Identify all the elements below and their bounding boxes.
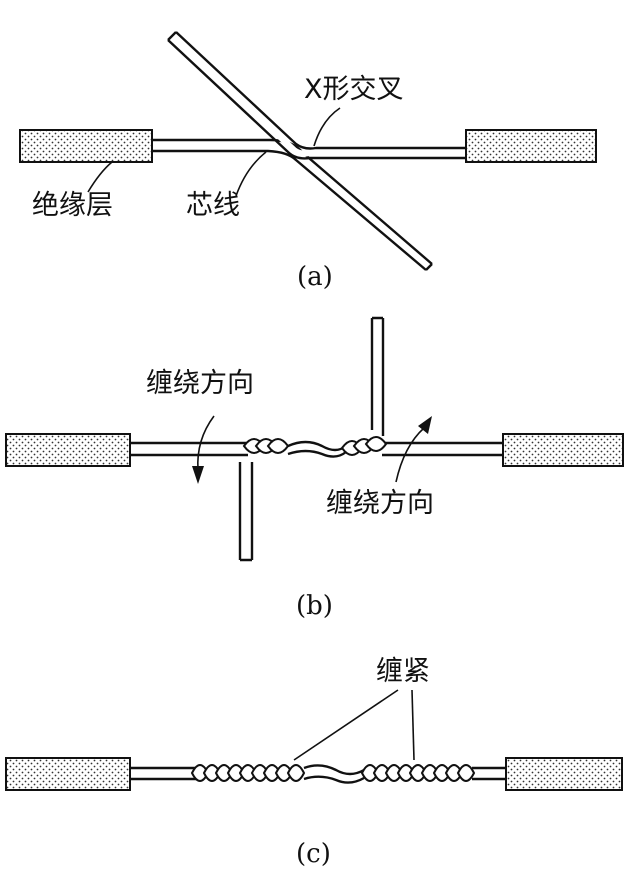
insulation-left-a	[19, 129, 153, 163]
caption-a: (a)	[297, 262, 333, 292]
caption-b: (b)	[296, 591, 333, 621]
core-right-b	[382, 441, 503, 457]
wire-end-up	[370, 316, 385, 436]
label-core-wire: 芯线	[186, 190, 240, 221]
wire-end-down	[238, 462, 254, 562]
insulation-right-a	[465, 129, 597, 163]
label-x-cross: X形交叉	[304, 74, 404, 105]
leader-cross	[313, 107, 341, 147]
twist-b	[242, 436, 388, 458]
panel-b: 缠绕方向 缠绕方向 (b)	[5, 316, 624, 621]
core-left-b	[130, 441, 252, 457]
panel-c: 缠紧 (c)	[5, 656, 623, 869]
label-insulation: 绝缘层	[32, 190, 113, 221]
leader-core	[235, 151, 267, 197]
panel-a: X形交叉 绝缘层 芯线 (a)	[19, 31, 597, 292]
leader-insulation	[87, 161, 113, 193]
arrow-direction-left	[192, 415, 215, 484]
core-wire-right-a	[167, 31, 466, 160]
core-left-c	[130, 766, 196, 781]
leader-tight-right	[411, 689, 415, 761]
label-tighten: 缠紧	[376, 656, 430, 687]
caption-c: (c)	[296, 839, 331, 869]
arrow-direction-right	[395, 416, 432, 483]
label-winding-direction-left: 缠绕方向	[146, 368, 254, 399]
twist-middle-c	[303, 764, 365, 784]
tight-coils-right	[360, 764, 476, 782]
leader-tight-left	[293, 689, 399, 761]
insulation-right-c	[505, 757, 623, 791]
tight-coils-left	[190, 764, 306, 782]
core-right-c	[472, 766, 506, 781]
insulation-right-b	[502, 433, 624, 467]
insulation-left-b	[5, 433, 131, 467]
insulation-left-c	[5, 757, 131, 791]
label-winding-direction-right: 缠绕方向	[326, 488, 434, 519]
